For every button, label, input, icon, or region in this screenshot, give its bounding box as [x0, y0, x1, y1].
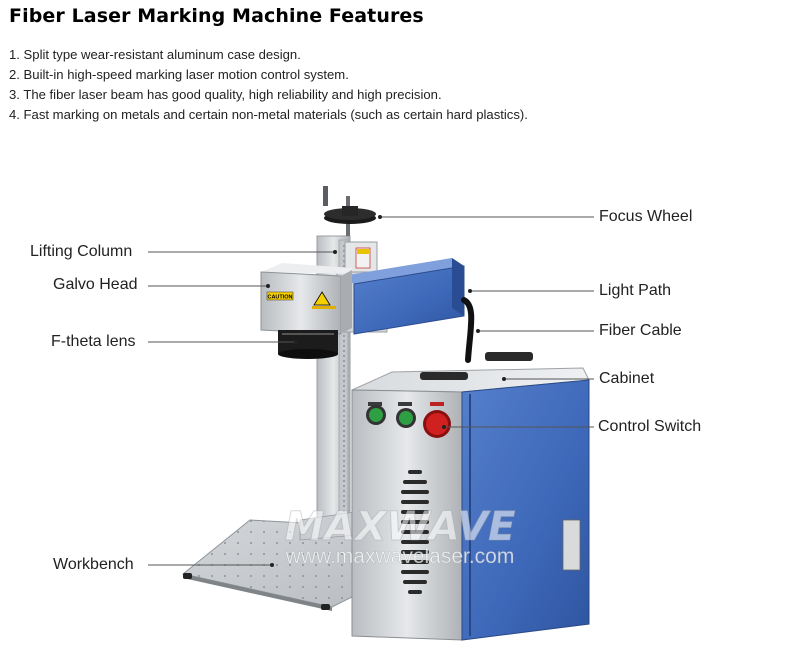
label-cabinet: Cabinet — [599, 370, 655, 387]
label-workbench: Workbench — [53, 556, 134, 573]
label-galvo-head: Galvo Head — [53, 276, 138, 293]
focus-wheel — [323, 186, 376, 236]
workbench — [181, 519, 393, 611]
label-f-theta-lens: F-theta lens — [51, 333, 136, 350]
cabinet — [351, 352, 590, 641]
feature-item: 3. The fiber laser beam has good quality… — [9, 87, 442, 102]
label-fiber-cable: Fiber Cable — [599, 322, 682, 339]
fiber-cable — [461, 297, 475, 363]
label-lifting-column: Lifting Column — [30, 243, 133, 260]
feature-list: 1. Split type wear-resistant aluminum ca… — [9, 45, 528, 125]
leader-dots — [266, 215, 506, 567]
leader-lines — [148, 216, 594, 566]
caution-sticker: CAUTION — [267, 295, 292, 301]
label-light-path: Light Path — [599, 282, 672, 299]
label-focus-wheel: Focus Wheel — [599, 208, 693, 225]
watermark-url: www.maxwavelaser.com — [285, 545, 515, 568]
f-theta-lens — [278, 330, 338, 359]
feature-item: 4. Fast marking on metals and certain no… — [9, 107, 528, 122]
feature-item: 2. Built-in high-speed marking laser mot… — [9, 67, 349, 82]
watermark-logo: MAXWAVE — [285, 504, 516, 550]
watermark: MAXWAVE www.maxwavelaser.com — [284, 504, 516, 569]
feature-item: 1. Split type wear-resistant aluminum ca… — [9, 47, 301, 62]
galvo-head: CAUTION — [260, 263, 352, 335]
label-control-switch: Control Switch — [598, 418, 702, 435]
page-title: Fiber Laser Marking Machine Features — [9, 5, 424, 27]
light-path-arm — [342, 258, 465, 335]
